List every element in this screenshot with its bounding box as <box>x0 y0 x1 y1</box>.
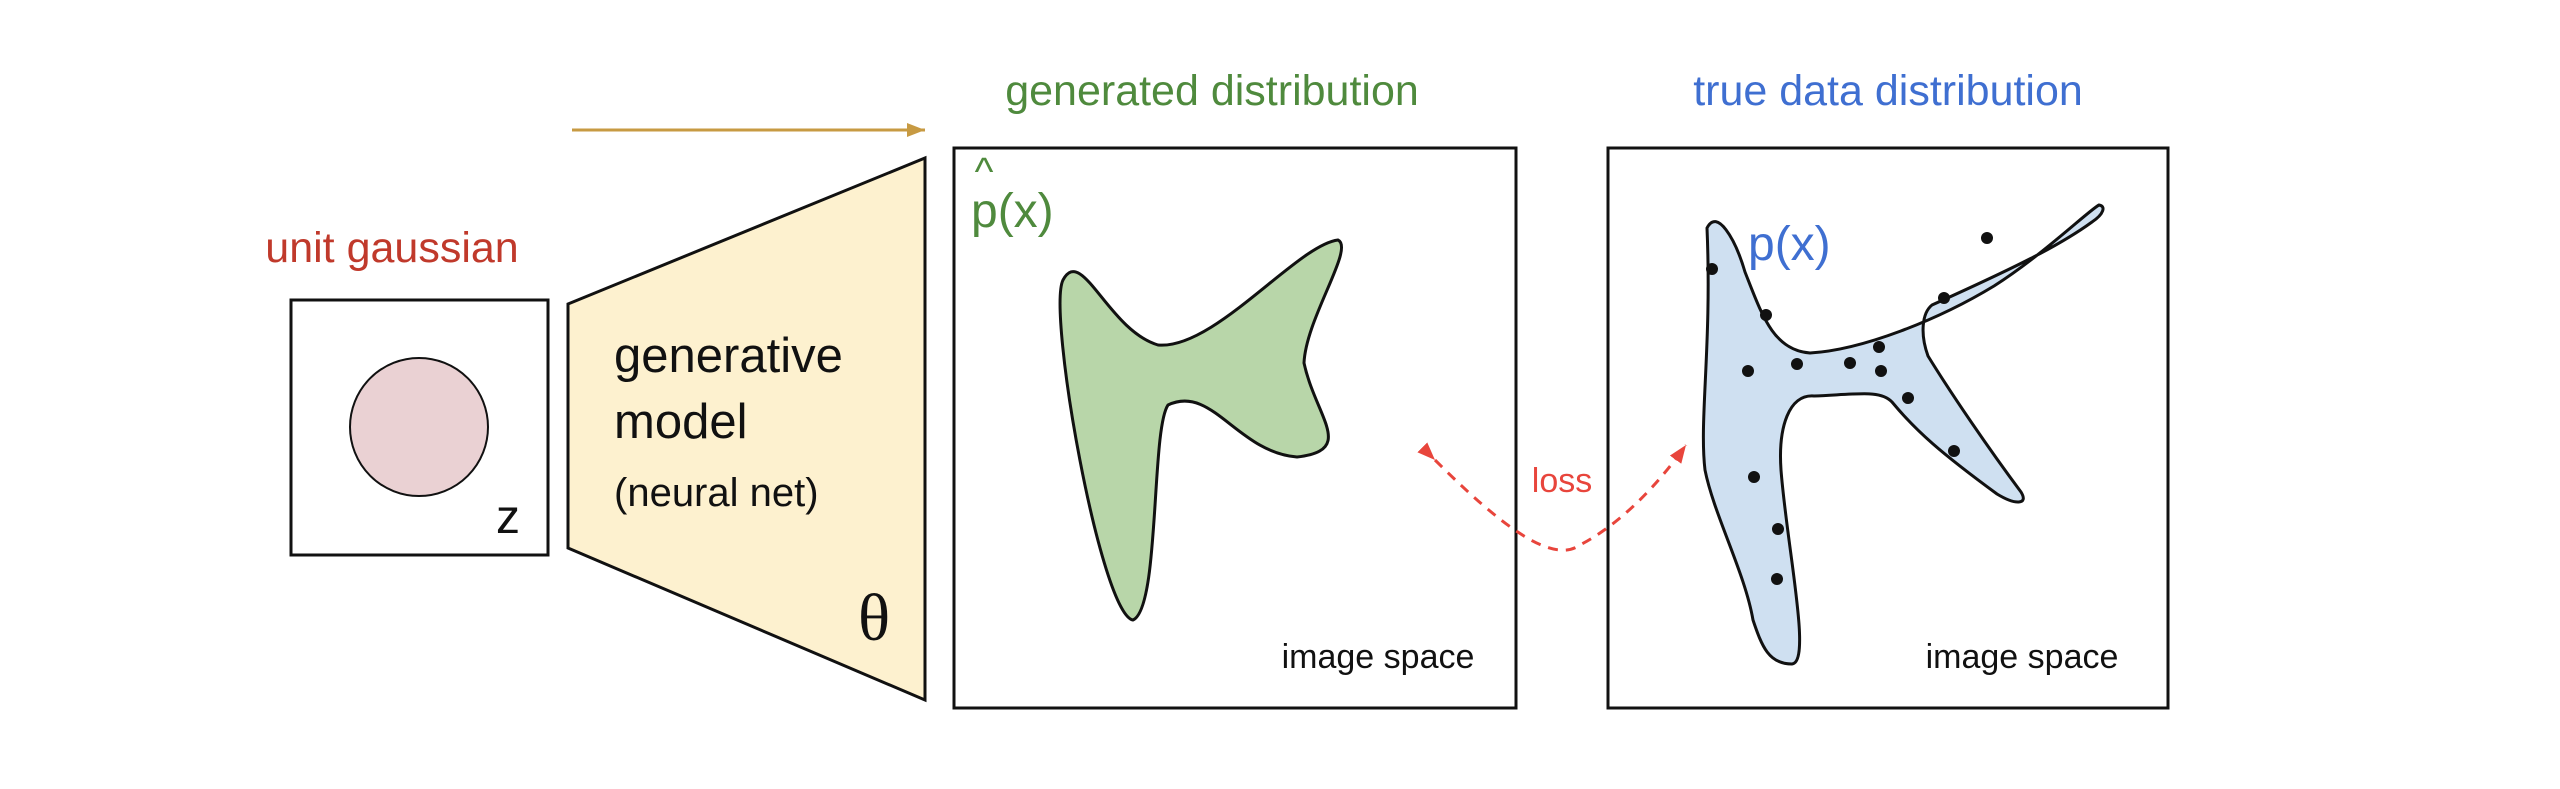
true-data-sample-point <box>1771 573 1783 585</box>
generated-distribution-title: generated distribution <box>1005 67 1419 115</box>
gaussian-circle <box>349 357 489 497</box>
generative-model-label-line3: (neural net) <box>614 471 819 515</box>
true-data-sample-point <box>1742 365 1754 377</box>
loss-arrow <box>1417 442 1688 552</box>
true-data-sample-point <box>1875 365 1887 377</box>
true-data-sample-point <box>1938 292 1950 304</box>
true-data-sample-point <box>1981 232 1993 244</box>
true-data-sample-point <box>1791 358 1803 370</box>
true-data-sample-point <box>1760 309 1772 321</box>
generative-model-label-line2: model <box>614 395 747 449</box>
true-data-sample-point <box>1873 341 1885 353</box>
generative-model-label-line1: generative <box>614 329 843 383</box>
true-image-space-label: image space <box>1926 638 2119 676</box>
true-data-sample-point <box>1706 263 1718 275</box>
loss-label: loss <box>1532 462 1592 500</box>
true-data-sample-point <box>1844 357 1856 369</box>
true-image-space-box <box>1606 146 2170 710</box>
true-distribution-shape <box>1701 203 2105 666</box>
generated-pdf-label: p(x) <box>971 185 1054 238</box>
true-data-sample-point <box>1902 392 1914 404</box>
true-data-sample-point <box>1772 523 1784 535</box>
generated-pdf-hat: ^ <box>975 150 994 194</box>
true-data-sample-point <box>1748 471 1760 483</box>
true-data-samples <box>1706 232 1993 585</box>
true-data-sample-point <box>1948 445 1960 457</box>
latent-variable-label: z <box>496 491 520 544</box>
true-pdf-label: p(x) <box>1748 218 1831 271</box>
true-distribution-title: true data distribution <box>1693 67 2083 115</box>
generated-image-space-label: image space <box>1282 638 1475 676</box>
unit-gaussian-title: unit gaussian <box>265 224 518 272</box>
parameters-theta-symbol: θ <box>858 581 890 655</box>
generative-model-block <box>566 155 927 703</box>
generated-distribution-shape <box>1058 238 1344 622</box>
